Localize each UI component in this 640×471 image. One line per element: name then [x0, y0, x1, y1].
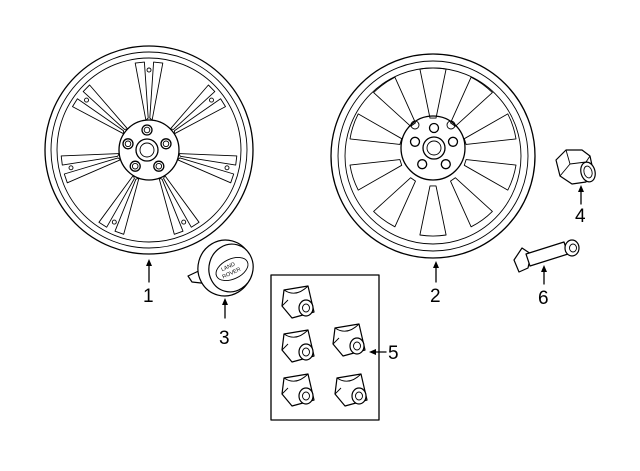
spoke: [419, 185, 447, 237]
spoke: [60, 153, 120, 166]
spoke-tip: [84, 97, 89, 103]
lug-hole-inner: [143, 126, 151, 134]
valve-stem[interactable]: [513, 239, 580, 273]
spoke-tip: [146, 67, 152, 73]
spoke: [63, 157, 122, 184]
spoke-tip: [224, 165, 230, 171]
svg-text:6: 6: [538, 288, 549, 309]
callout-4: 4: [575, 185, 586, 227]
spoke: [82, 84, 129, 130]
spoke: [163, 175, 200, 228]
svg-text:2: 2: [430, 286, 441, 307]
spoke: [134, 61, 149, 121]
spoke: [419, 67, 447, 119]
spoke: [463, 113, 517, 145]
callout-1: 1: [143, 259, 154, 307]
alloy-wheel-1[interactable]: [44, 45, 254, 255]
spoke: [176, 157, 235, 184]
spoke-tip: [209, 97, 214, 103]
lug-hole: [409, 136, 421, 147]
locking-lug-nut: [334, 373, 368, 407]
spoke: [173, 98, 226, 135]
lug-nut[interactable]: [555, 149, 597, 185]
spoke: [463, 159, 517, 191]
svg-text:3: 3: [219, 328, 230, 349]
lug-hole-inner: [155, 162, 163, 170]
lug-hole: [428, 122, 440, 134]
spoke: [149, 61, 164, 121]
lug-hole: [141, 124, 153, 136]
svg-text:5: 5: [388, 343, 399, 364]
spoke: [169, 84, 216, 130]
center-cap[interactable]: LAND ROVER: [187, 234, 258, 302]
callout-5: 5: [369, 343, 399, 364]
lug-hole-inner: [162, 140, 170, 148]
svg-text:4: 4: [575, 206, 586, 227]
spoke-tip: [111, 219, 117, 225]
lug-hole: [153, 160, 165, 172]
lug-hole: [122, 138, 134, 150]
spoke-tip: [68, 165, 74, 171]
spoke: [450, 76, 493, 127]
callout-3: 3: [219, 298, 230, 349]
spoke: [178, 153, 238, 166]
callout-2: 2: [430, 261, 441, 307]
lug-hole: [417, 159, 428, 170]
lug-hole-inner: [131, 162, 139, 170]
locking-lug-nut: [281, 329, 315, 363]
locking-lug-nut: [281, 373, 315, 407]
lock-key-socket: [332, 323, 366, 357]
lug-hole: [440, 159, 451, 170]
callout-6: 6: [538, 265, 549, 309]
lug-hole: [160, 138, 172, 150]
lug-hole-inner: [124, 140, 132, 148]
spoke: [373, 76, 416, 127]
spoke: [98, 175, 135, 228]
spoke: [114, 177, 140, 235]
emblem-text-line1: LAND: [220, 262, 236, 274]
spoke: [72, 98, 125, 135]
spoke: [158, 177, 184, 235]
spoke: [373, 177, 416, 228]
spoke: [349, 159, 403, 191]
spoke: [349, 113, 403, 145]
lug-hole: [129, 160, 141, 172]
spoke-tip: [181, 219, 187, 225]
spoke: [450, 177, 493, 228]
lug-hole: [447, 136, 459, 147]
locking-lug-nut-kit[interactable]: [270, 274, 380, 421]
locking-lug-nut: [281, 285, 315, 319]
alloy-wheel-2[interactable]: [330, 53, 536, 259]
svg-text:1: 1: [143, 286, 154, 307]
